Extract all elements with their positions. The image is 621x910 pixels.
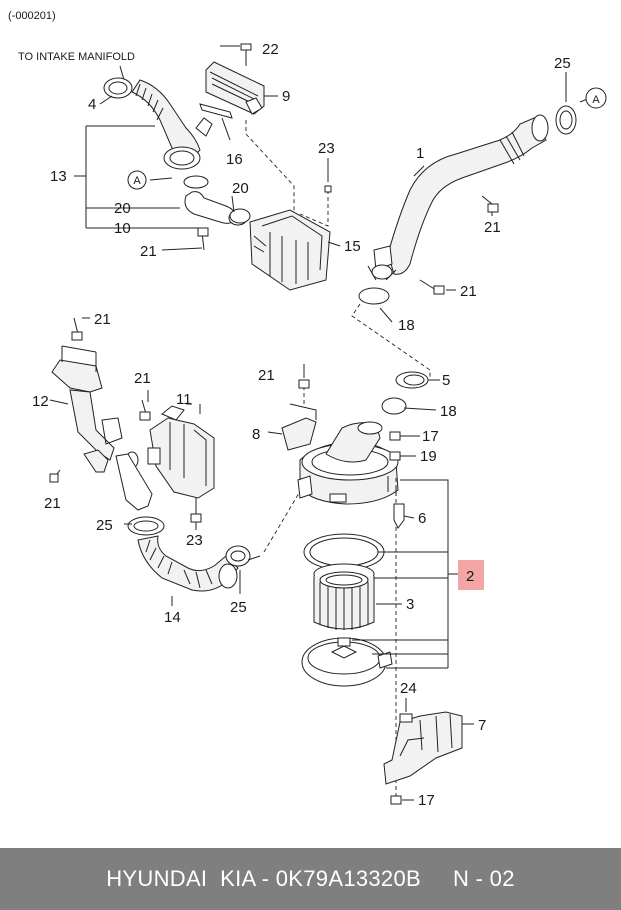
callout-12: 12: [32, 393, 49, 410]
mounting-bracket-7: [383, 698, 474, 805]
callout-21-left-top: 21: [140, 243, 157, 260]
air-filter-element: [301, 478, 415, 800]
air-intake-duct: [358, 72, 591, 323]
callout-23-top: 23: [318, 140, 335, 157]
circle-ref-a-left-label: A: [133, 175, 141, 187]
part-number-footer: HYUNDAI KIA - 0K79A13320B N - 02: [0, 848, 621, 910]
connector-line-duct: [351, 303, 431, 378]
callout-17-low: 17: [418, 792, 435, 809]
callout-15: 15: [344, 238, 361, 255]
exploded-parts-diagram: (-000201) TO INTAKE MANIFOLD: [8, 10, 607, 809]
callout-9: 9: [282, 88, 290, 105]
callout-6: 6: [418, 510, 426, 527]
callout-16: 16: [226, 151, 243, 168]
callout-5: 5: [442, 372, 450, 389]
callout-18-top: 18: [398, 317, 415, 334]
callout-3: 3: [406, 596, 414, 613]
callout-18-mid: 18: [440, 403, 457, 420]
lower-air-hose: [124, 487, 303, 606]
callout-2: 2: [466, 568, 474, 585]
callout-21-right-mid: 21: [460, 283, 477, 300]
callout-20-right: 20: [232, 180, 249, 197]
callout-13: 13: [50, 168, 67, 185]
callout-21-right-top: 21: [484, 219, 501, 236]
callout-20-left: 20: [114, 200, 131, 217]
serial-range-label: (-000201): [8, 10, 56, 22]
callout-14: 14: [164, 609, 181, 626]
callout-25-top: 25: [554, 55, 571, 72]
callout-10: 10: [114, 220, 131, 237]
intake-hose-assembly: [74, 65, 251, 229]
bracket-8: [267, 364, 317, 451]
footer-page-code: N - 02: [453, 866, 515, 891]
circle-ref-a-right-label: A: [592, 94, 600, 106]
circle-reference-a-right: A: [585, 87, 607, 109]
callout-11: 11: [176, 391, 192, 408]
callout-17-top: 17: [422, 428, 439, 445]
callout-23-low: 23: [186, 532, 203, 549]
callout-8: 8: [252, 426, 260, 443]
air-cleaner-upper-housing: [297, 371, 440, 505]
intake-manifold-note: TO INTAKE MANIFOLD: [18, 51, 135, 63]
callout-21-left-mid: 21: [94, 311, 111, 328]
highlight-badge-2: [458, 560, 484, 590]
callout-21-module: 21: [134, 370, 151, 387]
callout-21-left-low: 21: [44, 495, 61, 512]
callout-24: 24: [400, 680, 417, 697]
callout-1: 1: [416, 145, 424, 162]
bracket-and-module: [49, 317, 215, 530]
callout-7: 7: [478, 717, 486, 734]
circle-reference-a-left: A: [127, 170, 147, 190]
resonator-upper: [199, 43, 295, 214]
callout-22: 22: [262, 41, 279, 58]
leader-lines: [149, 45, 240, 251]
footer-spacer: [421, 866, 453, 892]
callout-25-left: 25: [96, 517, 113, 534]
callout-25-low: 25: [230, 599, 247, 616]
resonator-lower: [249, 158, 341, 291]
footer-brand-part-number: HYUNDAI KIA - 0K79A13320B: [106, 866, 421, 891]
callout-4: 4: [88, 96, 96, 113]
callout-19: 19: [420, 448, 437, 465]
callout-group-2: [352, 479, 484, 669]
callout-21-center: 21: [258, 367, 275, 384]
